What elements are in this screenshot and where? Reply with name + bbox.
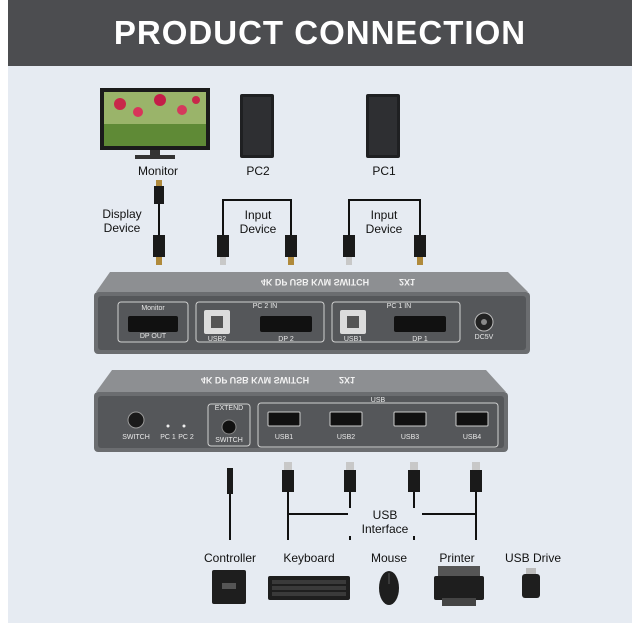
label-usb-interface: USB Interface: [348, 508, 422, 536]
rear-usb2-label: USB2: [207, 336, 227, 343]
rear-dp2-label: DP 2: [278, 336, 294, 343]
rear-usb1-label: USB1: [343, 336, 363, 343]
front-usb-group: [257, 402, 499, 448]
front-usb2-label: USB2: [336, 434, 356, 441]
banner: PRODUCT CONNECTION: [8, 0, 632, 66]
rear-dp-out-port: [117, 301, 189, 343]
front-brand-label: 4K DP USB KVM SWITCH: [200, 375, 310, 385]
input-cable-pc2-connectors: [217, 235, 297, 265]
pc2-tower-icon: [240, 94, 274, 158]
front-extend-switch-label: SWITCH: [215, 437, 243, 444]
front-usb1-label: USB1: [274, 434, 294, 441]
label-printer: Printer: [439, 551, 475, 565]
monitor-icon: [100, 88, 210, 159]
rear-pc2-group: [195, 301, 325, 343]
rear-dc5v-label: DC5V: [474, 334, 494, 341]
banner-title: PRODUCT CONNECTION: [113, 14, 527, 51]
label-pc1: PC1: [372, 164, 396, 178]
input-cable-pc2: [222, 199, 292, 235]
front-extend-port: [207, 403, 251, 447]
label-input-device-pc2: Input Device: [239, 208, 277, 236]
front-extend-label: EXTEND: [214, 405, 244, 412]
front-usb4-label: USB4: [462, 434, 482, 441]
front-badge-label: 2X1: [338, 375, 355, 385]
front-switch-button: [127, 411, 145, 429]
rear-dc-port: [474, 312, 494, 332]
front-pc2-label: PC 2: [178, 434, 194, 441]
input-cable-pc1: [348, 199, 421, 235]
label-pc2: PC2: [246, 164, 270, 178]
label-monitor: Monitor: [137, 164, 178, 178]
rear-pc1-group: [331, 301, 461, 343]
controller-cable: [227, 468, 233, 540]
mouse-icon: [379, 571, 399, 605]
usb-cable-connectors: [282, 462, 482, 492]
front-led-indicators: [166, 424, 186, 428]
rear-pc1-in-label: PC 1 IN: [386, 303, 412, 310]
front-pc1-label: PC 1: [160, 434, 176, 441]
label-usb-drive: USB Drive: [504, 551, 561, 565]
controller-icon: [212, 570, 246, 604]
label-controller: Controller: [203, 551, 257, 565]
rear-dp-out-label: DP OUT: [139, 333, 167, 340]
usb-drive-icon: [522, 568, 540, 598]
label-display-device: Display Device: [102, 207, 142, 235]
label-keyboard: Keyboard: [283, 551, 335, 565]
pc1-tower-icon: [366, 94, 400, 158]
rear-monitor-label: Monitor: [141, 305, 165, 312]
front-usb-header-label: USB: [370, 397, 386, 404]
label-mouse: Mouse: [370, 551, 408, 565]
rear-pc2-in-label: PC 2 IN: [252, 303, 278, 310]
rear-brand-label: 4K DP USB KVM SWITCH: [260, 277, 370, 287]
label-input-device-pc1: Input Device: [365, 208, 403, 236]
display-cable-connectors: [153, 180, 165, 265]
rear-badge-label: 2X1: [398, 277, 415, 287]
rear-dp1-label: DP 1: [412, 336, 428, 343]
kvm-switch-front: [94, 370, 508, 452]
front-usb3-label: USB3: [400, 434, 420, 441]
front-switch-label: SWITCH: [122, 434, 150, 441]
keyboard-icon: [268, 576, 350, 600]
printer-icon: [434, 566, 484, 606]
input-cable-pc1-connectors: [343, 235, 426, 265]
